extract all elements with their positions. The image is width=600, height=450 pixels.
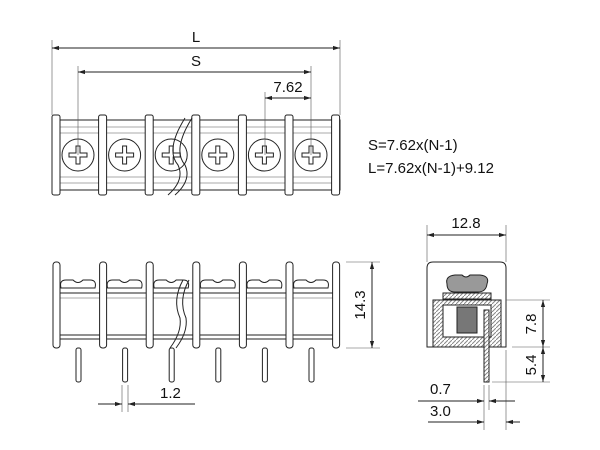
dimension-pin-thickness-label: 0.7 bbox=[430, 381, 451, 398]
screw-head bbox=[153, 279, 190, 289]
barrier bbox=[237, 114, 247, 196]
screw-head bbox=[246, 279, 283, 289]
pin bbox=[308, 347, 315, 383]
dimension-height-label: 14.3 bbox=[352, 290, 369, 319]
screw-icon bbox=[201, 138, 235, 172]
formula-s: S=7.62x(N-1) bbox=[368, 137, 458, 154]
barrier bbox=[331, 114, 341, 196]
dimension-s-label: S bbox=[191, 53, 201, 70]
pin bbox=[261, 347, 268, 383]
dimension-l-label: L bbox=[192, 29, 200, 46]
break-line bbox=[169, 279, 184, 349]
barrier bbox=[284, 114, 294, 196]
barrier bbox=[98, 114, 108, 196]
break-line bbox=[175, 279, 190, 349]
dimension-l: L bbox=[51, 29, 341, 115]
barrier bbox=[285, 261, 294, 349]
dimension-pin-width: 1.2 bbox=[98, 385, 195, 412]
front-view bbox=[52, 261, 341, 383]
barrier bbox=[191, 114, 201, 196]
dimension-height: 14.3 bbox=[346, 261, 380, 349]
dimension-depth: 12.8 bbox=[426, 215, 507, 262]
barrier bbox=[238, 261, 247, 349]
screw-head bbox=[446, 274, 489, 293]
screw-head bbox=[106, 279, 143, 289]
dimension-s: S bbox=[77, 53, 312, 155]
barrier bbox=[192, 261, 201, 349]
barrier bbox=[144, 114, 154, 196]
side-pin bbox=[483, 309, 490, 383]
screw-icon bbox=[247, 138, 281, 172]
dimension-pitch: 7.62 bbox=[264, 79, 311, 155]
side-view bbox=[426, 261, 507, 383]
screw-head bbox=[199, 279, 236, 289]
pin bbox=[122, 347, 129, 383]
screw-head bbox=[60, 279, 96, 289]
dimension-pin-thickness: 0.7 3.0 bbox=[418, 350, 520, 430]
screw-icon bbox=[154, 138, 188, 172]
dimension-body-height-label: 7.8 bbox=[523, 314, 540, 335]
dimension-pitch-label: 7.62 bbox=[273, 79, 302, 96]
pin bbox=[75, 347, 82, 383]
dimension-depth-label: 12.8 bbox=[451, 215, 480, 232]
dimension-pin-offset-label: 3.0 bbox=[430, 403, 451, 420]
barrier bbox=[51, 114, 61, 196]
formula-l: L=7.62x(N-1)+9.12 bbox=[368, 160, 494, 177]
barrier bbox=[145, 261, 154, 349]
top-view bbox=[51, 114, 341, 196]
pin bbox=[215, 347, 222, 383]
dimension-body-height: 7.8 5.4 bbox=[492, 299, 550, 383]
dimension-pin-width-label: 1.2 bbox=[160, 385, 181, 402]
pin bbox=[168, 347, 175, 383]
screw-head bbox=[293, 279, 329, 289]
break-line bbox=[167, 117, 186, 196]
break-line bbox=[174, 117, 193, 196]
screw-icon bbox=[108, 138, 142, 172]
barrier bbox=[99, 261, 108, 349]
screw-section bbox=[456, 306, 478, 334]
barrier bbox=[52, 261, 61, 349]
barrier bbox=[332, 261, 341, 349]
dimension-pin-length-label: 5.4 bbox=[523, 355, 540, 376]
